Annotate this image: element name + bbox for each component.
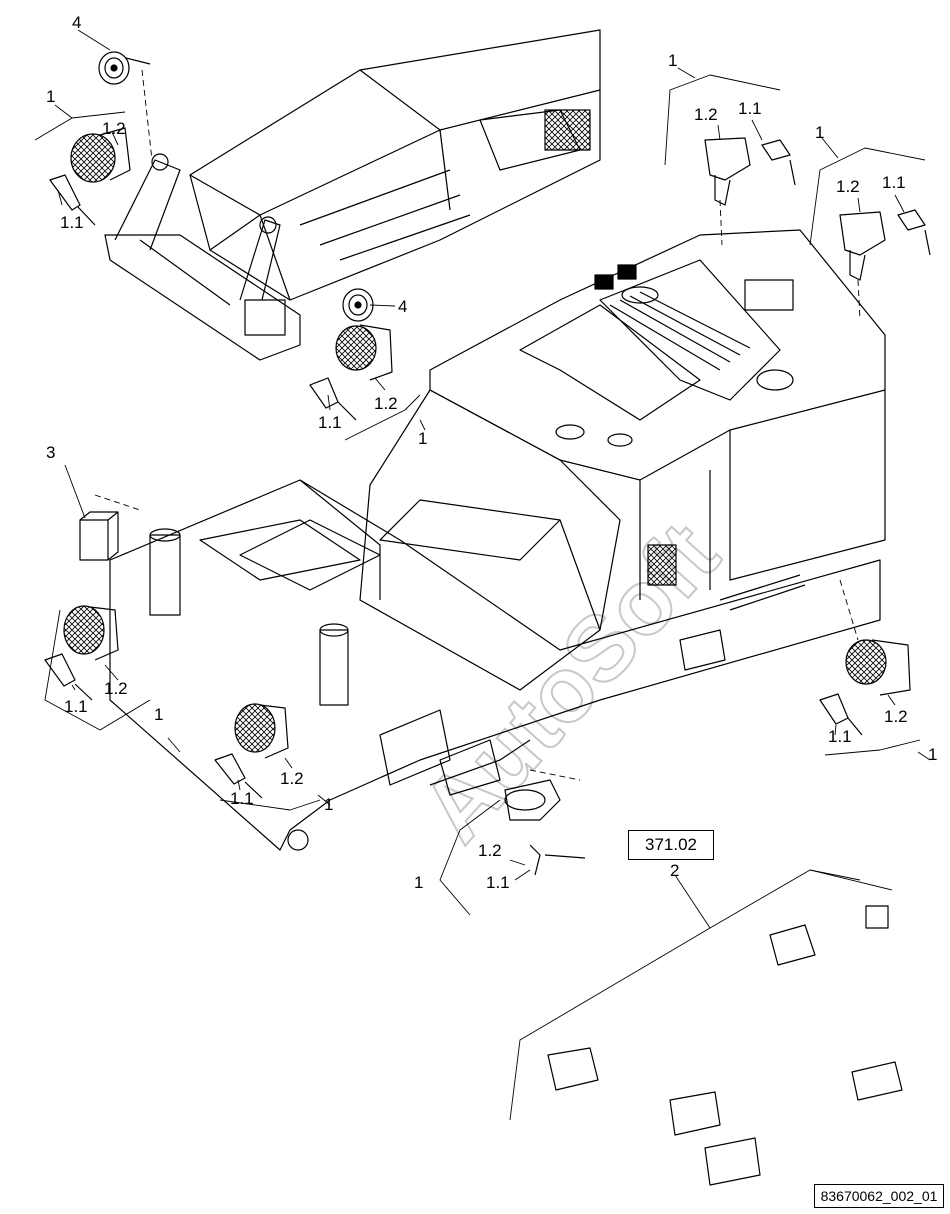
callout-1-1-top-left: 1.1 bbox=[60, 213, 84, 232]
callout-1-upper-center: 1 bbox=[418, 429, 427, 448]
work-lamp-left-front bbox=[44, 605, 119, 701]
callout-3: 3 bbox=[46, 443, 55, 462]
work-lamp-right-lower bbox=[819, 639, 911, 736]
callout-1-center-front: 1 bbox=[324, 795, 333, 814]
work-lamp-right-top bbox=[704, 137, 796, 206]
callout-1-1-upper-center: 1.1 bbox=[318, 413, 342, 432]
callout-1-1-left-front: 1.1 bbox=[64, 697, 88, 716]
watermark-text: AutoSoft bbox=[403, 504, 739, 861]
callout-1-1-right-top: 1.1 bbox=[738, 99, 762, 118]
callout-1-2-right-middle: 1.2 bbox=[836, 177, 860, 196]
callout-1-right-middle: 1 bbox=[815, 123, 824, 142]
callout-1-2-right-lower: 1.2 bbox=[884, 707, 908, 726]
callout-1-top-left: 1 bbox=[46, 87, 55, 106]
callout-1-1-center-front: 1.1 bbox=[230, 789, 254, 808]
horn-top bbox=[98, 51, 151, 85]
horn-middle bbox=[342, 288, 374, 322]
callout-1-2-center-front: 1.2 bbox=[280, 769, 304, 788]
callout-1-left-front: 1 bbox=[154, 705, 163, 724]
leader-lines bbox=[34, 29, 931, 1121]
callout-1-2-top-left: 1.2 bbox=[102, 119, 126, 138]
work-lamp-upper-center bbox=[309, 324, 393, 421]
conveyor-assembly bbox=[104, 29, 601, 361]
callout-1-2-left-front: 1.2 bbox=[104, 679, 128, 698]
switch-modules bbox=[547, 905, 903, 1186]
callout-1-1-right-middle: 1.1 bbox=[882, 173, 906, 192]
callout-4-middle: 4 bbox=[398, 297, 407, 316]
machine-chassis bbox=[109, 229, 886, 851]
callout-4-top: 4 bbox=[72, 13, 81, 32]
drawing-id-label: 83670062_002_01 bbox=[814, 1184, 944, 1208]
callout-1-1-bottom: 1.1 bbox=[486, 873, 510, 892]
callout-1-1-right-lower: 1.1 bbox=[828, 727, 852, 746]
work-lamp-center-front bbox=[214, 703, 289, 799]
work-lamp-right-middle bbox=[839, 209, 931, 281]
callout-2: 2 bbox=[670, 861, 679, 880]
reference-box: 371.02 bbox=[628, 830, 714, 860]
callout-1-2-right-top: 1.2 bbox=[694, 105, 718, 124]
work-lamp-bottom bbox=[504, 779, 586, 876]
callout-1-bottom: 1 bbox=[414, 873, 423, 892]
callout-1-2-upper-center: 1.2 bbox=[374, 394, 398, 413]
relay-component bbox=[79, 511, 119, 561]
callout-1-2-bottom: 1.2 bbox=[478, 841, 502, 860]
callout-1-right-lower: 1 bbox=[928, 745, 937, 764]
work-lamp-top-left bbox=[49, 127, 131, 226]
callout-1-right-top: 1 bbox=[668, 51, 677, 70]
callout-labels: 4 1 1.2 1.1 4 1.2 1.1 1 1 1.2 1.1 1 1.2 … bbox=[46, 13, 937, 892]
